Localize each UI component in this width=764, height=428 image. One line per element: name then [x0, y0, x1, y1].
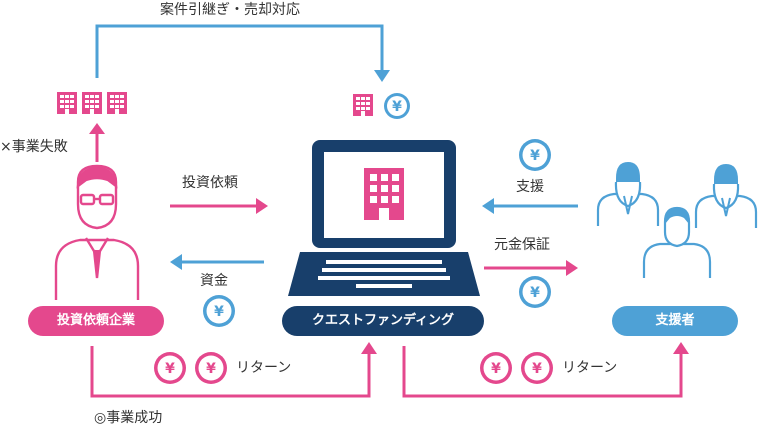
yen-glyph: ¥: [530, 148, 540, 164]
failure-arrowhead: [89, 123, 105, 134]
support-arrowhead: [482, 198, 494, 214]
top-connector: [95, 24, 384, 78]
yen-glyph: ¥: [491, 361, 501, 377]
supporters-pill: 支援者: [612, 306, 738, 336]
return-path-right-arrowhead: [673, 342, 689, 354]
building-yen-icon-group: [353, 93, 410, 119]
failure-label: ×事業失敗: [0, 139, 68, 155]
buildings-icon-group: [57, 92, 127, 114]
return-path-right: [402, 346, 683, 398]
support-label: 支援: [516, 179, 544, 195]
request-arrowhead: [256, 198, 268, 214]
guarantee-arrowhead: [566, 260, 578, 276]
yen-glyph: ¥: [206, 361, 216, 377]
yen-glyph: ¥: [392, 99, 402, 115]
yen-coin-icon: [154, 352, 186, 384]
building-icon: [82, 92, 102, 114]
request-label: 投資依頼: [182, 175, 238, 191]
businessman-icon: [54, 164, 140, 300]
handover-label: 案件引継ぎ・売却対応: [160, 2, 300, 18]
building-icon: [57, 92, 77, 114]
guarantee-label: 元金保証: [494, 237, 550, 253]
yen-glyph: ¥: [532, 361, 542, 377]
return-path-left-arrowhead: [361, 342, 377, 354]
laptop-icon: [288, 140, 480, 296]
yen-coin-icon: [519, 276, 551, 308]
yen-glyph: ¥: [214, 304, 224, 320]
yen-coin-icon: [521, 352, 553, 384]
yen-glyph: ¥: [165, 361, 175, 377]
success-label: ◎事業成功: [94, 410, 163, 426]
funds-arrowhead: [170, 254, 182, 270]
top-connector-arrowhead: [374, 70, 390, 82]
yen-coin-icon: [480, 352, 512, 384]
platform-pill: クエストファンディング: [282, 306, 484, 336]
return-label-right: リターン: [562, 360, 618, 376]
building-icon: [353, 94, 373, 116]
building-icon: [107, 92, 127, 114]
yen-glyph: ¥: [530, 285, 540, 301]
yen-coin-icon: [519, 139, 551, 171]
yen-coin-icon: [203, 295, 235, 327]
return-label-left: リターン: [236, 360, 292, 376]
supporters-group-icon: [596, 160, 758, 278]
yen-coin-icon: [195, 352, 227, 384]
funds-label: 資金: [200, 273, 228, 289]
return-path-left: [90, 346, 371, 398]
company-pill: 投資依頼企業: [28, 306, 164, 336]
